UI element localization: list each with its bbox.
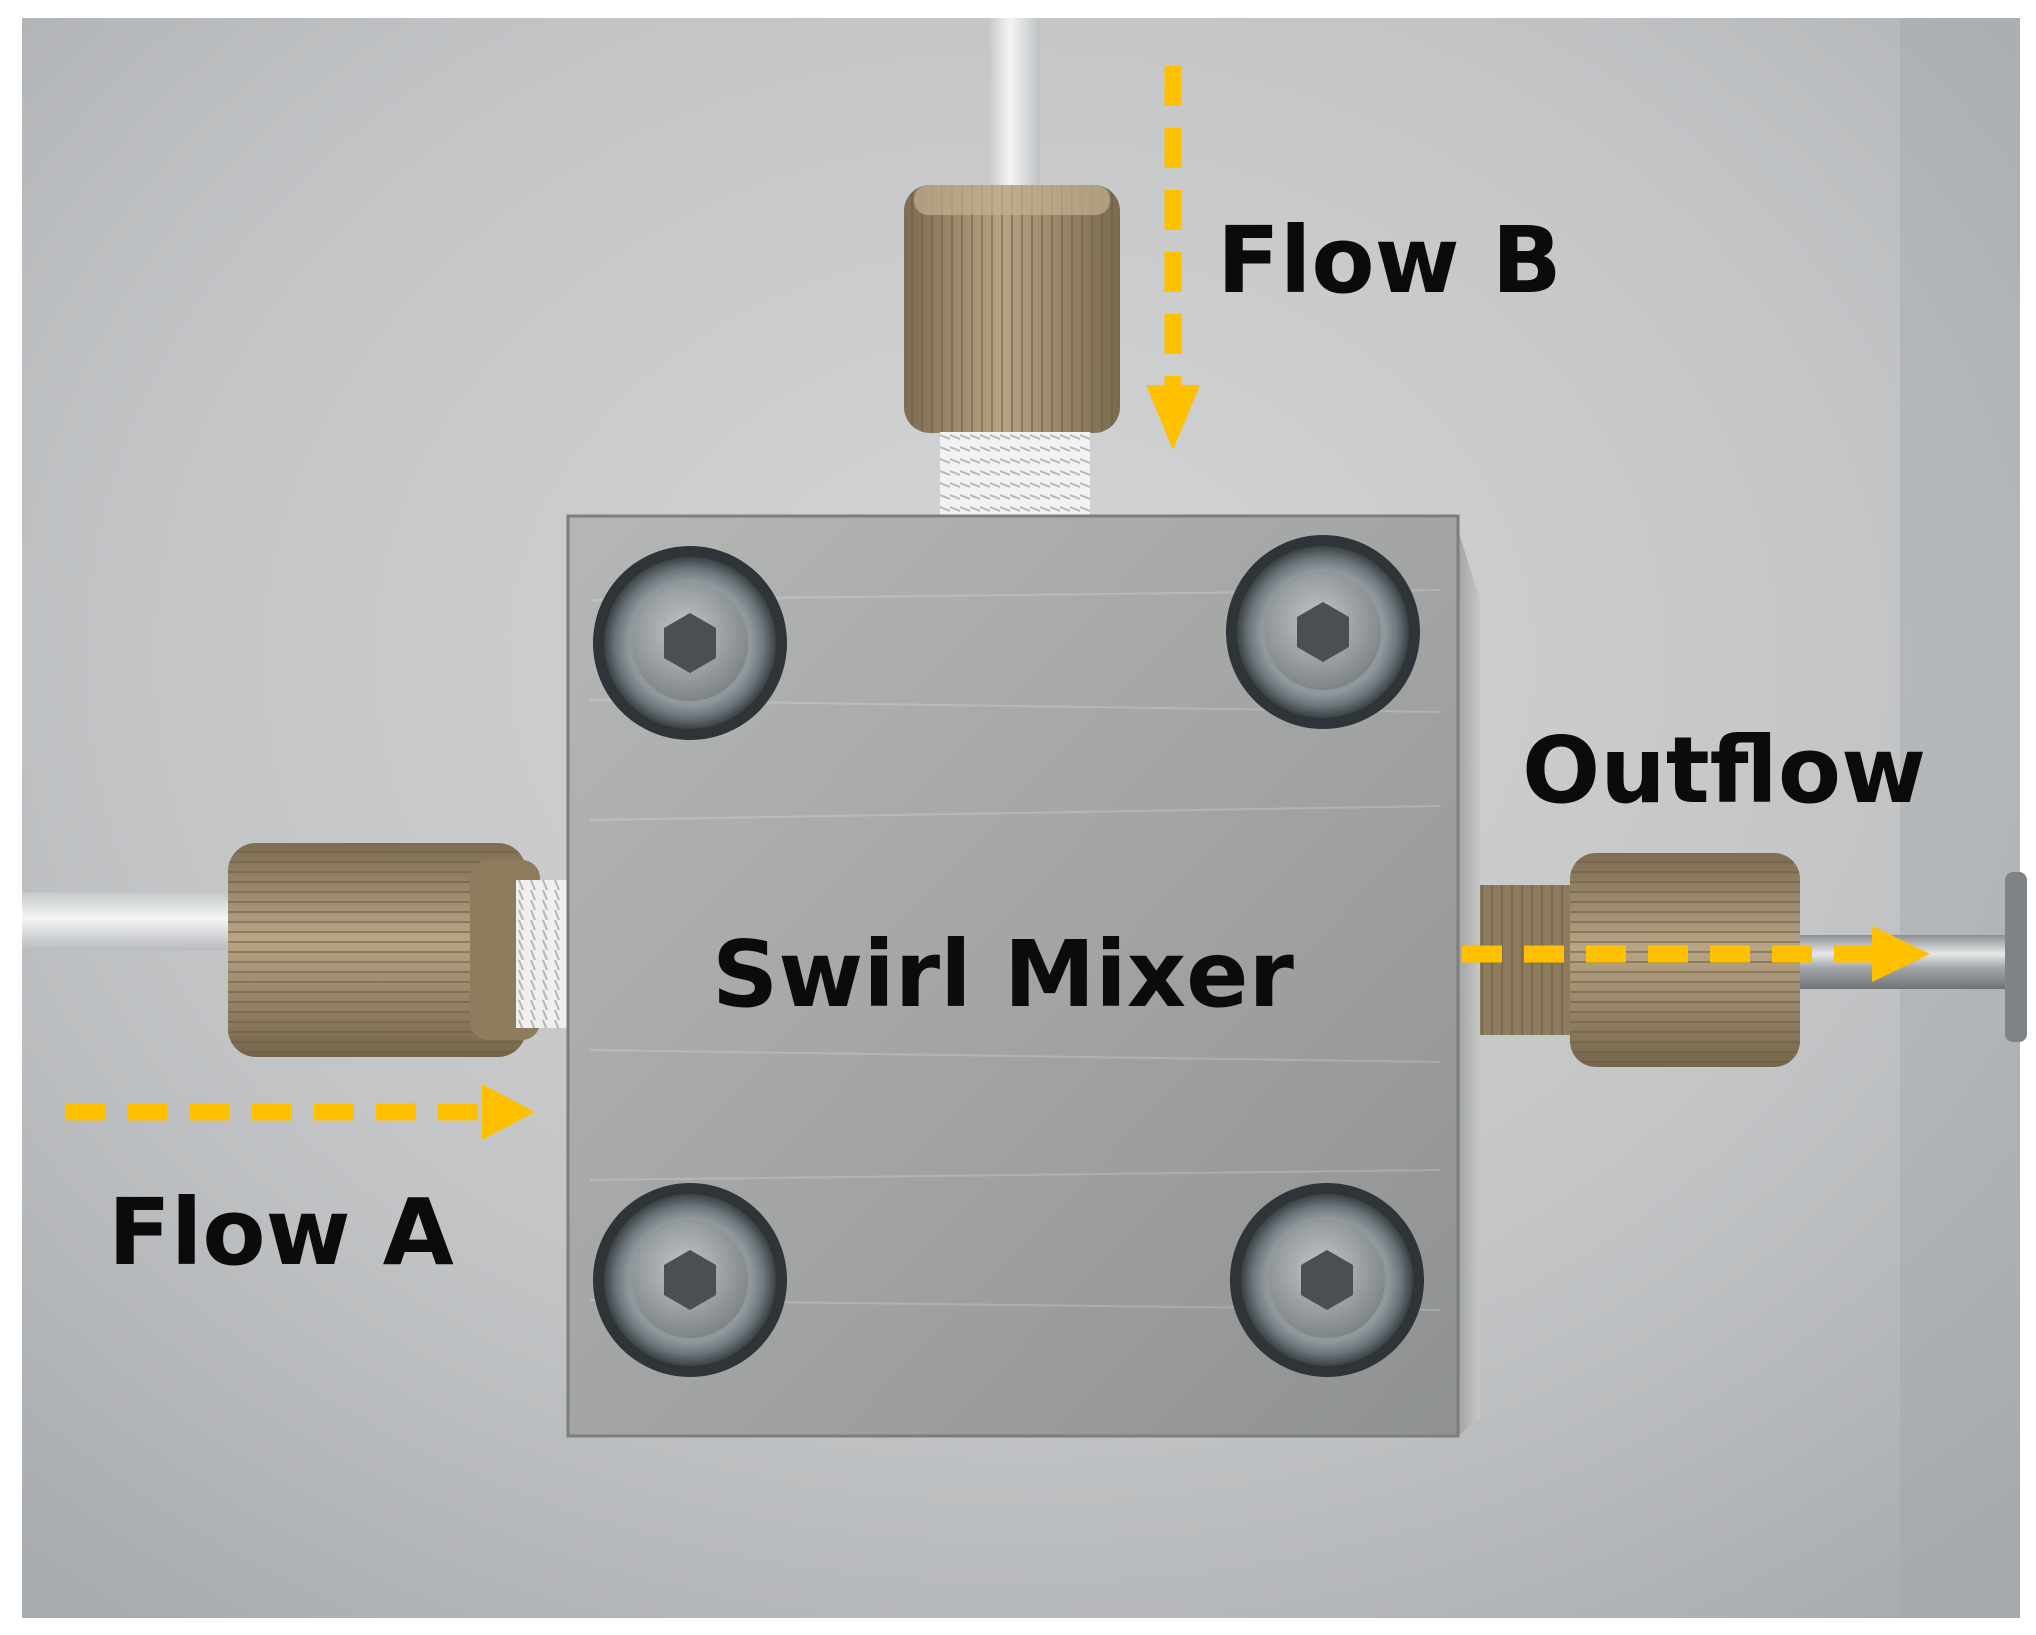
- flow-a-thread: [516, 880, 568, 1028]
- flow-a-inlet: [22, 843, 568, 1057]
- arrow-down-icon: [1146, 66, 1200, 450]
- flow-b-inlet: [904, 18, 1120, 524]
- flow-b-nut-ribs: [904, 185, 1120, 433]
- outflow-far-fitting: [2005, 872, 2027, 1042]
- wall-shadow-right: [1900, 18, 2020, 1618]
- flow-b-thread: [940, 432, 1090, 524]
- flow-a-tube: [22, 892, 248, 950]
- screw-top-right: [1226, 535, 1420, 729]
- flow-b-nut-top: [914, 185, 1110, 215]
- mixer-block-side: [1455, 520, 1480, 1438]
- screw-bottom-left: [593, 1183, 787, 1377]
- flow-a-nut-ribs: [228, 843, 526, 1057]
- mixer-block-edge: [566, 514, 1460, 1438]
- flow-a-label: Flow A: [108, 1179, 454, 1286]
- screw-bottom-right: [1230, 1183, 1424, 1377]
- screw-top-left: [593, 546, 787, 740]
- arrow-right-icon: [66, 1084, 535, 1140]
- flow-b-label: Flow B: [1217, 207, 1562, 314]
- mixer-label: Swirl Mixer: [712, 921, 1295, 1028]
- outflow-label: Outflow: [1522, 717, 1926, 824]
- arrow-right-icon: [1462, 926, 1930, 982]
